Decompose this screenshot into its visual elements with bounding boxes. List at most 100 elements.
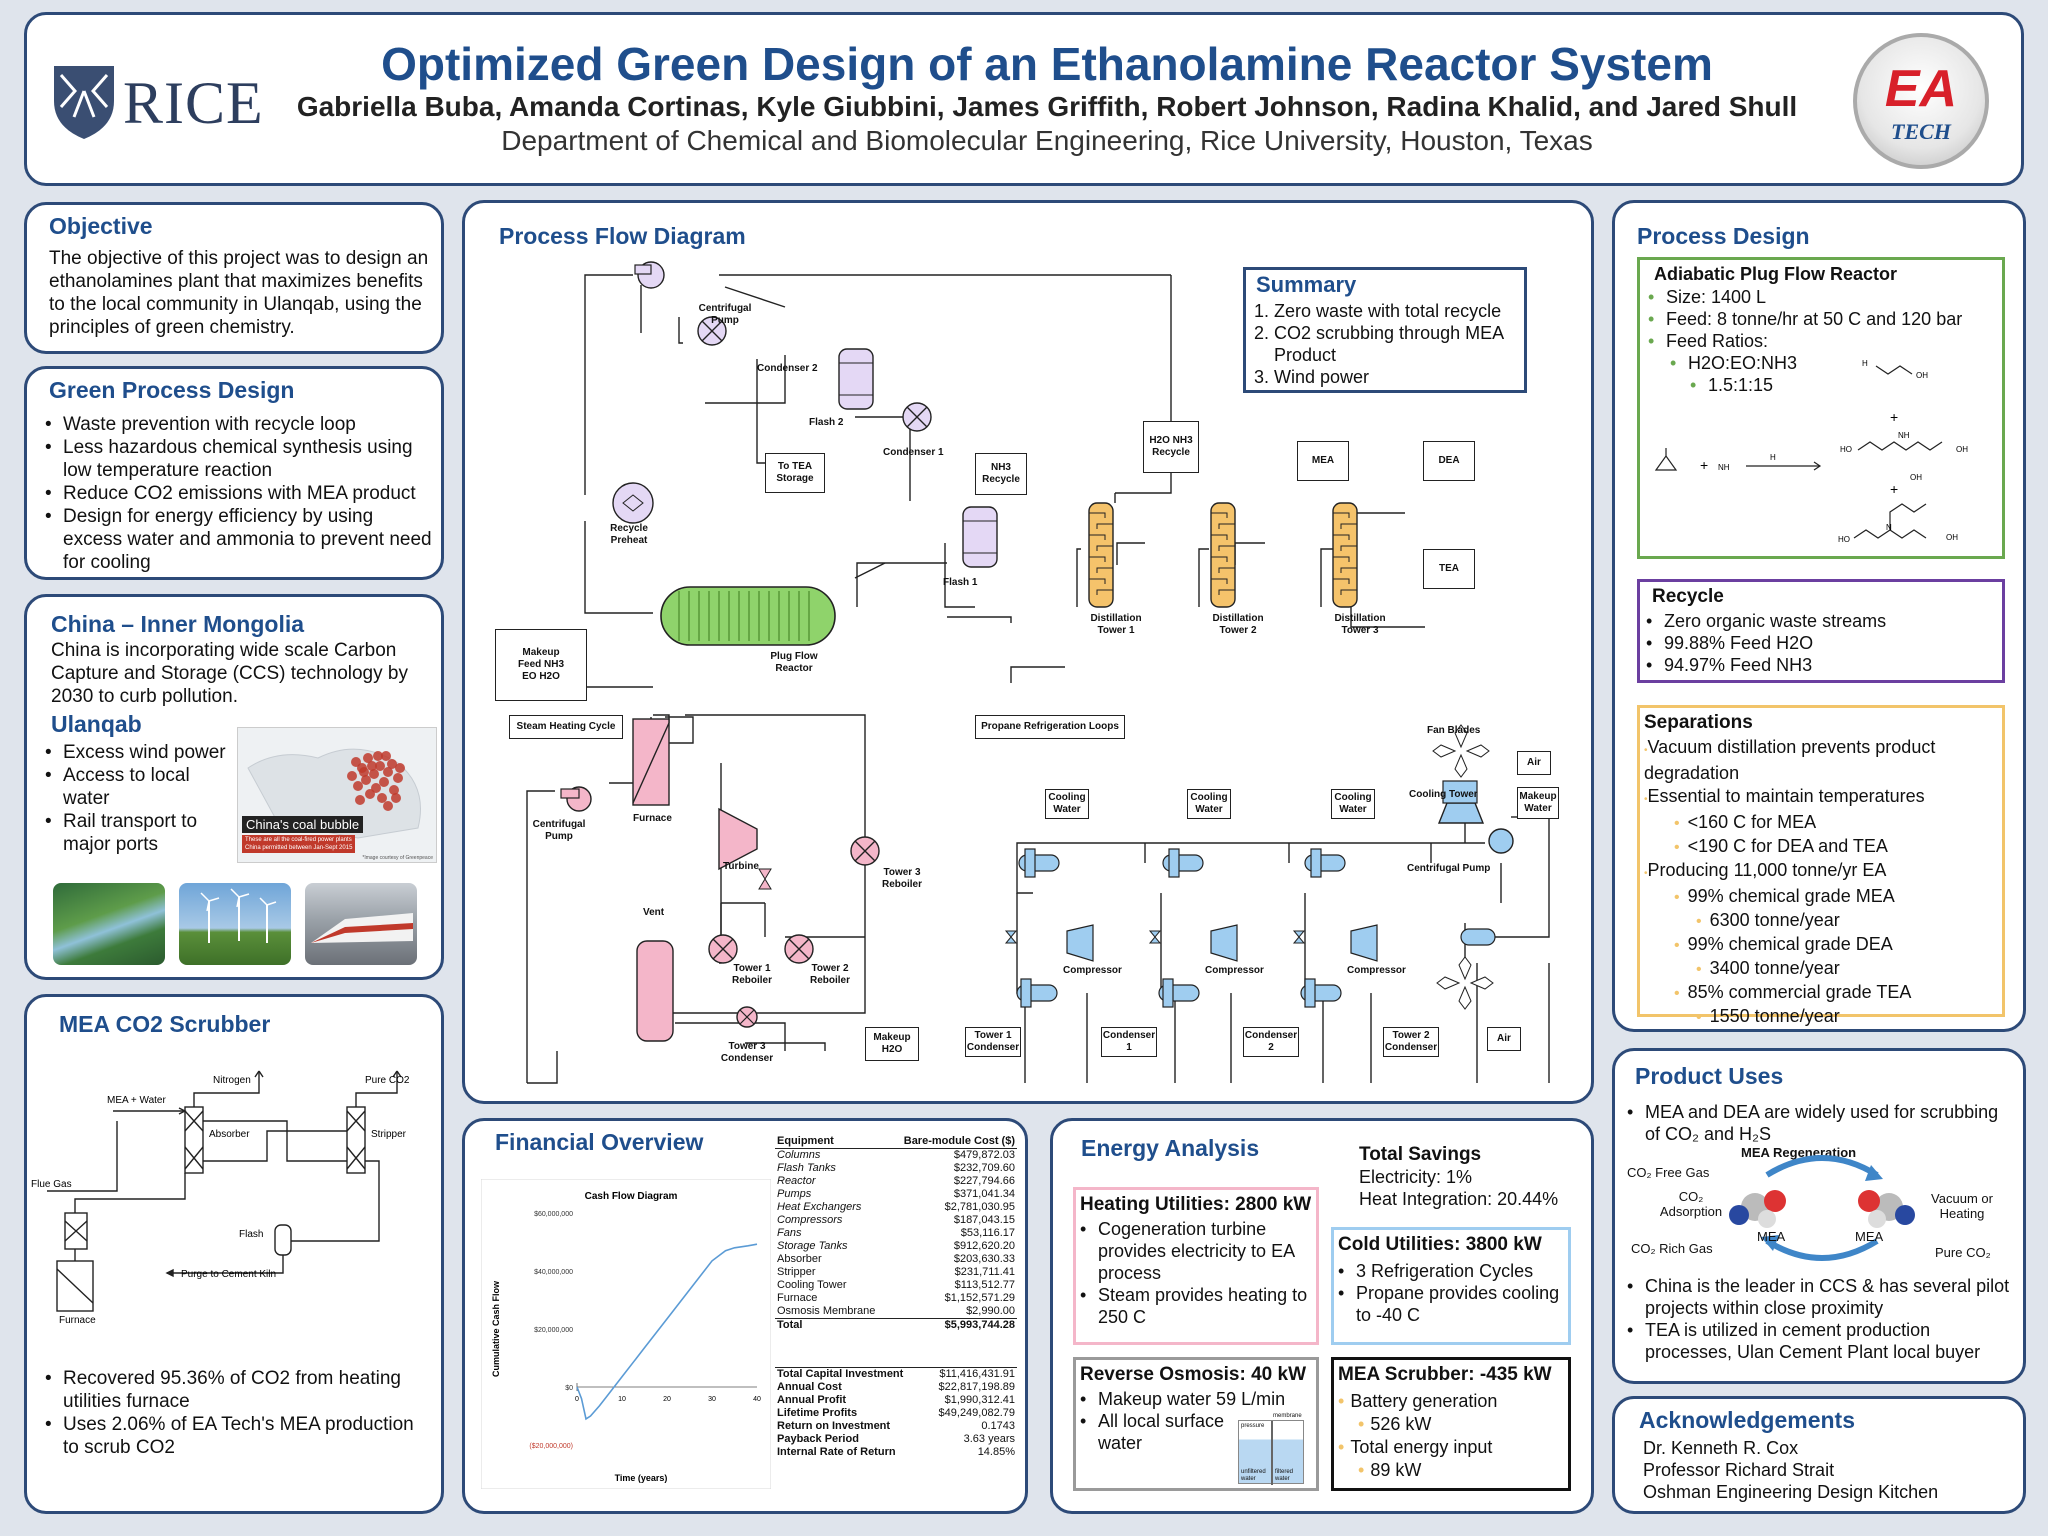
box-nh3-recycle: NH3 Recycle (975, 453, 1027, 495)
coal-plant-dot (355, 795, 365, 805)
table-row: Reactor$227,794.66 (775, 1175, 1017, 1188)
equipment-name: Storage Tanks (777, 1240, 848, 1252)
x-tick-label: 30 (708, 1396, 716, 1403)
column-tray (1089, 512, 1106, 518)
list-item: Size: 1400 L (1644, 286, 2000, 308)
column-tray (1096, 567, 1113, 573)
header-panel: RICE Optimized Green Design of an Ethano… (24, 12, 2024, 186)
y-tick-label: $40,000,000 (534, 1269, 573, 1276)
coal-plant-dot (391, 793, 401, 803)
list-item-text: 99% chemical grade MEA (1687, 886, 1895, 906)
separations-box: Separations •Vacuum distillation prevent… (1637, 705, 2005, 1026)
flash-tank-icon (962, 506, 998, 568)
list-item-text: Producing 11,000 tonne/yr EA (1647, 860, 1887, 880)
ro-illustration: pressure membrane unfiltered water filte… (1238, 1413, 1304, 1485)
coal-plant-dot (347, 771, 357, 781)
list-item: China is the leader in CCS & has several… (1623, 1275, 2013, 1319)
table-row: Annual Profit$1,990,312.41 (775, 1394, 1017, 1407)
equipment-name: Stripper (777, 1266, 816, 1278)
list-item-text: Total energy input (1350, 1437, 1493, 1457)
table-row: Columns$479,872.03 (775, 1149, 1017, 1163)
summary-label: Annual Cost (777, 1381, 842, 1393)
list-item: •Essential to maintain temperatures (1644, 785, 2000, 811)
recycle-title: Recycle (1652, 586, 1724, 607)
table-row: Heat Exchangers$2,781,030.95 (775, 1201, 1017, 1214)
list-item: •6300 tonne/year (1644, 909, 2000, 933)
equipment-cost: $232,709.60 (953, 1162, 1015, 1174)
table-row: Osmosis Membrane$2,990.00 (775, 1305, 1017, 1319)
label-centrifugal-pump: Centrifugal Pump (698, 303, 752, 326)
label-mea-left: MEA (1757, 1229, 1786, 1244)
column-tray (1333, 534, 1350, 540)
column-tray (1333, 556, 1350, 562)
h2o-over-arrow: H (1770, 453, 1776, 462)
list-item: Propane provides cooling to -40 C (1334, 1282, 1566, 1326)
coal-plant-dot (367, 761, 377, 771)
box-condenser-1: Condenser 1 (1101, 1027, 1157, 1057)
ack-list: Dr. Kenneth R. Cox Professor Richard Str… (1643, 1437, 1938, 1503)
turbine-icon (718, 807, 758, 871)
table-row: Absorber$203,630.33 (775, 1253, 1017, 1266)
list-item: •526 kW (1338, 1413, 1568, 1436)
list-item: Excess wind power (41, 741, 231, 764)
box-dea: DEA (1423, 441, 1475, 481)
summary-item: Wind power (1274, 366, 1522, 388)
list-item: Reduce CO2 emissions with MEA product (41, 482, 436, 505)
coal-plant-dot (361, 775, 371, 785)
table-row: Compressors$187,043.15 (775, 1214, 1017, 1227)
equipment-name: Columns (777, 1149, 821, 1161)
nh3-formula: NH (1718, 463, 1730, 472)
cold-list: 3 Refrigeration Cycles Propane provides … (1334, 1260, 1566, 1326)
cash-flow-line (576, 1243, 758, 1421)
table-row: Total$5,993,744.28 (775, 1318, 1017, 1332)
ro-box: Reverse Osmosis: 40 kW Makeup water 59 L… (1073, 1357, 1319, 1491)
label-tower3-condenser: Tower 3 Condenser (720, 1041, 774, 1064)
heating-list: Cogeneration turbine provides electricit… (1076, 1218, 1314, 1328)
summary-list: Zero waste with total recycle CO2 scrubb… (1252, 300, 1522, 388)
list-item: •Total energy input (1338, 1436, 1568, 1459)
process-design-title: Process Design (1637, 223, 1810, 249)
bullet-icon: • (1358, 1460, 1365, 1480)
coal-plant-dot (369, 769, 379, 779)
box-h2o-recycle: H2O NH3 Recycle (1143, 421, 1199, 473)
bullet-icon: • (1674, 985, 1680, 1002)
ea-logo-bottom: TECH (1891, 119, 1951, 144)
label-co2-ads: CO₂ Adsorption (1659, 1189, 1723, 1219)
savings-item: Heat Integration: 20.44% (1359, 1189, 1559, 1209)
summary-label: Payback Period (777, 1433, 859, 1445)
list-item: •99% chemical grade MEA (1644, 885, 2000, 909)
column-tray (1096, 545, 1113, 551)
list-item: MEA and DEA are widely used for scrubbin… (1623, 1101, 2013, 1145)
plus-sign-2: + (1890, 409, 1898, 425)
list-item: 94.97% Feed NH3 (1642, 654, 1998, 676)
product-uses-title: Product Uses (1635, 1063, 1784, 1089)
summary-value: 3.63 years (963, 1433, 1015, 1445)
list-item-text: 1550 tonne/year (1709, 1006, 1840, 1026)
column-tray (1089, 578, 1106, 584)
label-mea-water: MEA + Water (107, 1095, 166, 1106)
summary-box: Summary Zero waste with total recycle CO… (1243, 267, 1527, 393)
distillation-column-icon (1332, 502, 1358, 608)
ro-membrane-line (1271, 1421, 1273, 1485)
compressor-icon (1066, 924, 1094, 962)
label-tower1-reboiler: Tower 1 Reboiler (731, 963, 772, 986)
product-uses-list-2: China is the leader in CCS & has several… (1623, 1275, 2013, 1363)
box-to-tea-storage: To TEA Storage (765, 453, 825, 493)
coal-plant-dot (373, 751, 383, 761)
ack-item: Professor Richard Strait (1643, 1460, 1835, 1480)
list-item: Waste prevention with recycle loop (41, 413, 436, 436)
label-dist3: Distillation Tower 3 (1334, 613, 1386, 636)
table-row: Lifetime Profits$49,249,082.79 (775, 1407, 1017, 1420)
label-turbine: Turbine (723, 861, 759, 872)
ro-filtered-label: filtered water (1275, 1469, 1294, 1482)
heating-box: Heating Utilities: 2800 kW Cogeneration … (1073, 1187, 1319, 1345)
label-dist2: Distillation Tower 2 (1212, 613, 1264, 636)
column-tray (1333, 578, 1350, 584)
summary-label: Annual Profit (777, 1394, 847, 1406)
table-header: Bare-module Cost ($) (888, 1135, 1017, 1149)
equipment-name: Absorber (777, 1253, 822, 1265)
river-photo (53, 883, 165, 965)
column-tray (1211, 512, 1228, 518)
map-note-line2: China permitted between Jan-Sept 2015 (245, 845, 353, 851)
